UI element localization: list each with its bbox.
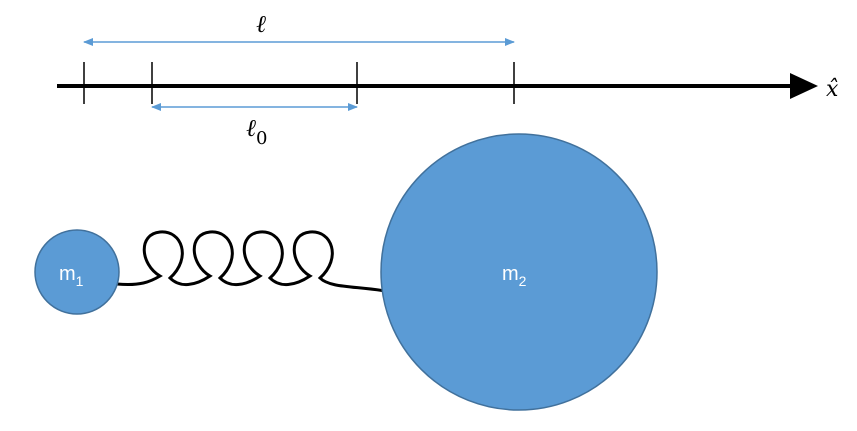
x-axis: x̂ (57, 73, 839, 102)
x-axis-arrowhead (790, 73, 818, 99)
length-ell-dimension: ℓ (83, 10, 515, 46)
rest-length-dimension: ℓ0 (151, 103, 358, 149)
spring (115, 230, 387, 293)
mass-2-circle (380, 133, 658, 411)
mass-1-label: m1 (59, 263, 84, 289)
rest-length-label: ℓ0 (246, 114, 267, 149)
mass-2-label: m2 (502, 263, 527, 289)
mass-2-label-main: m (502, 263, 519, 285)
length-ell-label: ℓ (256, 10, 266, 38)
mass-1-circle (34, 229, 120, 315)
mass-1: m1 (34, 229, 120, 315)
rest-length-label-sub: 0 (256, 128, 267, 149)
mass-1-label-main: m (59, 263, 76, 285)
tick-marks (83, 62, 515, 104)
rest-length-label-main: ℓ (246, 114, 256, 142)
mass-2: m2 (380, 133, 658, 411)
mass-2-label-sub: 2 (519, 273, 527, 289)
mass-1-label-sub: 1 (76, 273, 84, 289)
x-hat-label: x̂ (826, 77, 839, 102)
